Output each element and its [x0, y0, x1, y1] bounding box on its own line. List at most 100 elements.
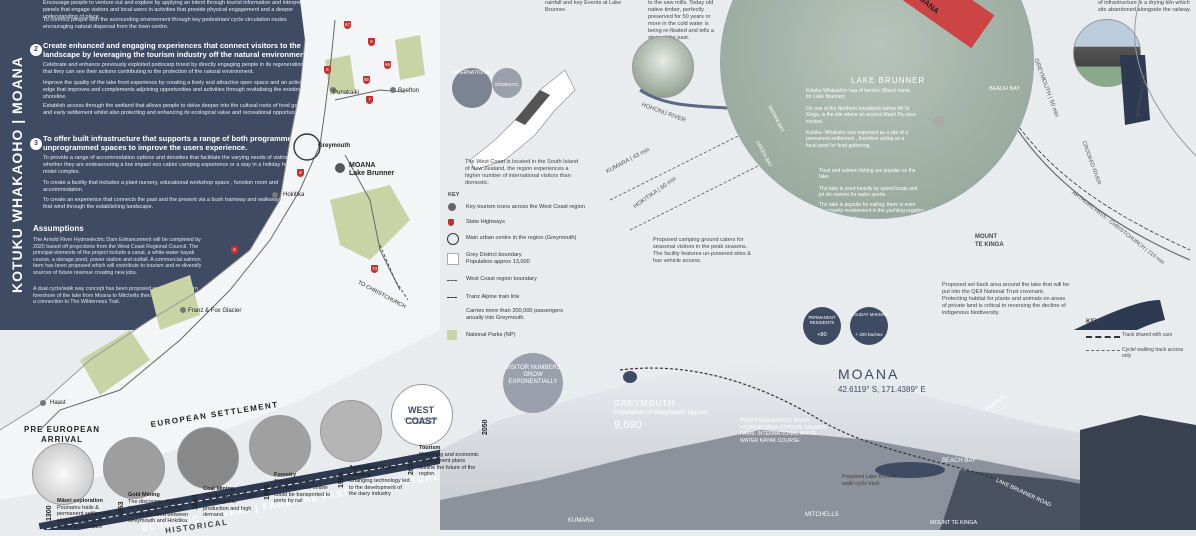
- year-1864: 1864: [192, 494, 199, 510]
- greymouth-pop-label: Population of Greymouth approx: [614, 409, 708, 416]
- road-to-kumara: [609, 129, 751, 201]
- year-1300: 1300: [46, 505, 53, 521]
- nz-inset-svg: [469, 69, 576, 171]
- objective-3a-text: To provide a range of accommodation opti…: [43, 155, 315, 175]
- timeline-coal-title: Coal Mining: [203, 486, 235, 492]
- legend-urban-icon: [447, 233, 459, 245]
- timeline-coal-desc: The discovery of coal led straight to pr…: [203, 492, 255, 519]
- highway-shield: 6: [297, 169, 304, 177]
- lake-desc-6: The lake is popular for sailing; there i…: [819, 202, 925, 219]
- legend-national-parks: National Parks (NP): [466, 332, 516, 338]
- maori-photo-circle: [32, 443, 94, 505]
- lake-desc-5: The lake is used heavily by speed boats …: [819, 186, 918, 199]
- greymouth-pop-value: 9,690: [614, 419, 642, 431]
- reefton-dot: [390, 87, 396, 93]
- west-coast-logo: WEST COAST: [405, 405, 437, 427]
- permanent-residents-label: PERMANENT RESIDENTS: [808, 315, 836, 325]
- objective-3-heading: To offer built infrastructure that suppo…: [43, 134, 313, 153]
- lake-desc-3: Kotuku- Whakaho was important as a site …: [806, 130, 908, 149]
- legend-title: KEY: [448, 192, 460, 198]
- assumption-2-text: A dual cycle/walk way concept has been p…: [33, 286, 205, 306]
- panorama-route: [619, 367, 1001, 481]
- pre-european-label: PRE EUROPEAN ARRIVAL: [23, 425, 100, 444]
- timeline-forestry-desc: The timber trade increased once timber c…: [274, 478, 331, 505]
- kumara-bottom-label: KUMARA: [568, 518, 594, 524]
- legend-train: Tranz Alpine train link: [466, 294, 520, 300]
- mt-te-kinga-label: MOUNT TE KINGA: [975, 234, 1004, 248]
- town-haast: Haast: [50, 400, 66, 406]
- legend-tourism: Key tourism icons across the West Coast …: [466, 204, 585, 210]
- right-dark-mountains: [1080, 415, 1196, 530]
- town-franz-fox: Franz & Fox Glacier: [188, 308, 242, 314]
- proposed-arnold-note: PROPOSED ARNOLD RIVER HYDROPOWER STATION…: [740, 418, 827, 444]
- key2-cycle-icon: [1086, 350, 1120, 351]
- objective-2b-text: Improve the quality of the lake front ex…: [43, 80, 315, 100]
- timeline-dairy-title: Agriculture | Dairy Farming: [349, 465, 397, 478]
- greymouth-marker: [623, 371, 637, 383]
- timeline-maori: Māori exploration Pounamu trails & perma…: [57, 498, 117, 531]
- panorama-lake: [875, 462, 945, 478]
- lake-desc-4: Trout and salmon fishing are popular on …: [819, 168, 916, 181]
- objective-3b-text: To create a facility that includes a pla…: [43, 180, 279, 193]
- greymouth-circle: [293, 133, 321, 161]
- timeline-gold-desc: The discovery of gold sent miners swarmi…: [128, 498, 189, 525]
- events-note: rainfall and key Events at Lake Brunner.: [545, 0, 622, 13]
- timeline-dairy-desc: Changing technology led to the developme…: [349, 478, 410, 498]
- moana-lake-brunner-label: MOANA Lake Brunner: [349, 162, 395, 178]
- timeline-forestry: Forestry The timber trade increased once…: [274, 472, 336, 505]
- objective-1-text: Encourage people to venture out and expl…: [43, 0, 315, 20]
- kiln-note: of infrastructure is a drying kiln which…: [1098, 0, 1191, 13]
- key2-rail: Track shared with cars: [1122, 332, 1173, 338]
- highway-shield: 6: [368, 38, 375, 46]
- objective-number-2: 2: [30, 44, 42, 56]
- highway-road-east: [344, 154, 401, 291]
- town-reefton: Reefton: [398, 88, 420, 94]
- town-greymouth: Greymouth: [318, 143, 351, 149]
- legend-urban: Main urban centre in the region (Greymou…: [466, 235, 577, 241]
- beach-bay-label: BEACH BAY: [989, 86, 1021, 92]
- moana-circle: [335, 163, 345, 173]
- timeline-tourism: Tourism Marketing and economic developme…: [419, 445, 481, 478]
- panorama-svg: [440, 360, 1196, 530]
- lake-poerua: [1073, 300, 1165, 330]
- objective-2a-text: Celebrate and enhance previously exploit…: [43, 62, 311, 75]
- objective-3c-text: To create an experience that connects th…: [43, 197, 315, 210]
- nz-west-coast-highlight: [515, 90, 550, 125]
- legend-grey-district: Grey District boundary Population approx…: [466, 252, 530, 265]
- moana-bottom-title: MOANA: [838, 366, 900, 382]
- greymouth-bottom-title: GREYMOUTH: [614, 399, 675, 408]
- dairy-photo-circle: [320, 400, 382, 462]
- town-punakaiki: Punakaiki: [333, 90, 360, 96]
- lake-desc-2: On one of the Northern headlands below M…: [806, 106, 916, 125]
- moana-sign: [897, 0, 995, 49]
- year-1890: 1890: [264, 484, 271, 500]
- moana-coordinates: 42.6119° S, 171.4389° E: [838, 385, 926, 394]
- objective-2c-text: Establish access through the wetland tha…: [43, 103, 315, 116]
- lake-photo-circle: [632, 36, 694, 98]
- highway-shield: 6: [231, 246, 238, 254]
- assumption-1-text: The Arnold River Hydroelectric Dam Enhan…: [33, 237, 202, 277]
- holiday-makers-value: + 300 baches: [855, 332, 883, 337]
- timeline-gold: Gold Mining The discovery of gold sent m…: [128, 492, 190, 525]
- national-park-3: [330, 185, 410, 260]
- kangaroo-lake: [1120, 55, 1150, 125]
- international-circle: [452, 68, 492, 108]
- highway-shield: 67: [344, 21, 351, 29]
- highway-shield: 65: [363, 76, 370, 84]
- visitor-numbers-circle: [503, 353, 563, 413]
- setback-note: Proposed set back area around the lake t…: [942, 282, 1070, 316]
- highway-shield: 7: [366, 96, 373, 104]
- objective-number-3: 3: [30, 138, 42, 150]
- timeline-gold-title: Gold Mining: [128, 492, 160, 498]
- crooked-river: [1134, 0, 1196, 157]
- assumptions-heading: Assumptions: [33, 224, 84, 233]
- forestry-photo-circle: [249, 415, 311, 477]
- legend-highway-icon: [448, 219, 454, 226]
- lake-desc-1: Kotuku Whakaoho 'sea of herons' (Maori n…: [806, 88, 910, 101]
- national-park-4: [150, 275, 200, 330]
- franz-dot: [180, 307, 186, 313]
- key2-title: KEY: [1086, 318, 1100, 325]
- domestic-label: DOMESTIC: [495, 82, 519, 87]
- national-park-5: [80, 330, 150, 395]
- timeline-maori-title: Māori exploration: [57, 498, 103, 504]
